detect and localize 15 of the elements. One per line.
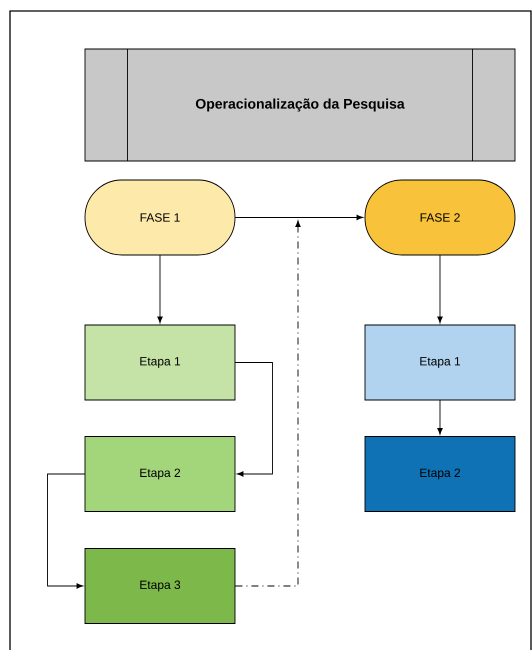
arrow [235, 362, 273, 477]
phase-box: FASE 2 [364, 180, 516, 256]
arrow [235, 214, 364, 220]
step-box: Etapa 1 [84, 324, 236, 400]
arrow [47, 474, 85, 589]
title-box: Operacionalização da Pesquisa [84, 48, 516, 162]
arrow [437, 255, 443, 324]
step-box: Etapa 1 [364, 324, 516, 400]
step-box: Etapa 2 [364, 436, 516, 512]
step-box: Etapa 2 [84, 436, 236, 512]
arrow [235, 220, 301, 586]
step-box: Etapa 3 [84, 548, 236, 624]
arrow [157, 255, 163, 324]
arrow [437, 400, 443, 435]
phase-box: FASE 1 [84, 180, 236, 256]
